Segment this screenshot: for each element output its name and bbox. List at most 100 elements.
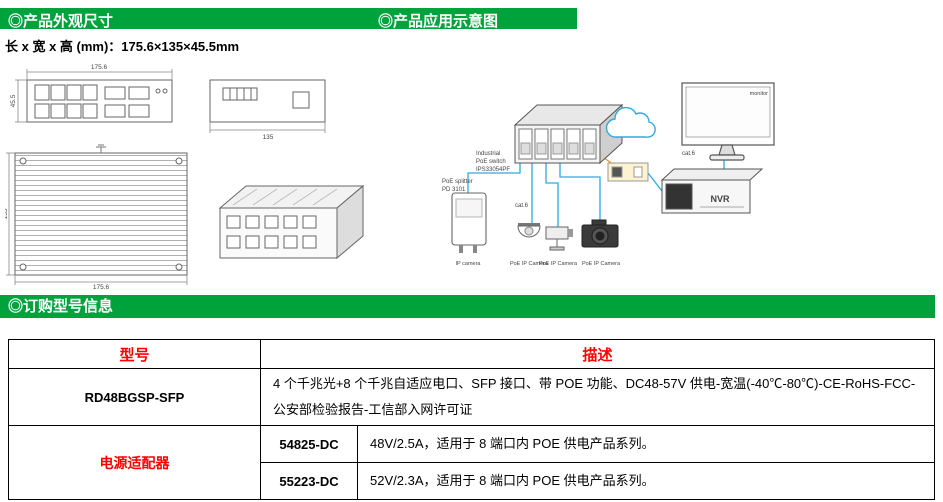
plug-prong: [459, 245, 463, 253]
rj45-port: [584, 142, 595, 155]
front-width-label: 175.6: [91, 64, 108, 71]
front-height-label: 45.5: [10, 94, 17, 107]
monitor-base: [709, 154, 745, 161]
dome-camera-device: [517, 223, 541, 238]
camera-lens: [568, 229, 573, 237]
side-view-dimensions: 135: [209, 122, 326, 141]
splitter-panel: [455, 198, 483, 218]
top-view-body: [14, 152, 188, 276]
switch-label-line: IPS33054PF: [476, 167, 510, 173]
section-title-ordering: ◎订购型号信息: [0, 295, 935, 318]
sfp-slot: [104, 86, 126, 100]
col-header-desc: 描述: [260, 339, 935, 369]
plug-prong: [473, 245, 477, 253]
fin-line: [312, 188, 338, 206]
switch-label-line: Industrial: [476, 151, 500, 157]
screw-hole: [19, 157, 27, 165]
cable-to-bullet-camera: [545, 163, 559, 227]
front-view-drawing: [26, 79, 173, 123]
splitter-label-line: PD 3101: [442, 187, 466, 193]
table-header-row: 型号 描述: [8, 339, 935, 369]
rj45-port: [66, 84, 82, 101]
fin-line: [252, 188, 278, 206]
rj45-port: [34, 84, 50, 101]
rj45-port: [536, 142, 547, 155]
screw-hole: [175, 157, 183, 165]
perspective-view-drawing: [218, 184, 365, 260]
nvr-top-face: [660, 168, 764, 181]
camera-lens: [524, 226, 534, 236]
adapter-model-cell: 55223-DC: [260, 462, 358, 500]
dimension-drawings: 175.6 45.5 135: [5, 64, 365, 290]
monitor-label: monitor: [750, 91, 769, 97]
fin-line: [292, 188, 318, 206]
fiber-converter-device: [607, 162, 649, 182]
splitter-camera-label: IP camera: [456, 261, 482, 267]
sfp-slot: [128, 86, 150, 100]
side-view-body: [209, 79, 326, 123]
rj45-port: [264, 215, 279, 229]
top-view-dimensions: 135 175.6: [5, 152, 188, 290]
top-section-header-bar: ◎产品外观尺寸 ◎产品应用示意图: [0, 8, 577, 30]
converter-port: [611, 166, 623, 178]
rj45-port: [66, 103, 82, 119]
rj45-port: [264, 235, 279, 249]
nvr-label: NVR: [710, 194, 730, 204]
rj45-port: [226, 215, 241, 229]
network-cables: [467, 154, 725, 227]
poe-switch-device: [513, 103, 624, 165]
adapter-model-cell: 54825-DC: [260, 425, 358, 463]
rj45-port: [302, 215, 317, 229]
rj45-port: [283, 215, 298, 229]
rj45-port: [302, 235, 317, 249]
screw-hole: [175, 263, 183, 271]
screw-hole: [19, 263, 27, 271]
splitter-label: PoE splitter PD 3101: [442, 179, 473, 193]
video-cable-label: cat.6: [682, 151, 696, 157]
fin-line: [272, 188, 298, 206]
converter-port: [633, 166, 643, 178]
dslr-camera-device: [581, 219, 619, 248]
rj45-port: [552, 142, 563, 155]
rj45-port: [245, 235, 260, 249]
switch-label-line: PoE switch: [476, 159, 506, 165]
adapter-desc-cell: 48V/2.5A，适用于 8 端口内 POE 供电产品系列。: [357, 425, 935, 463]
rj45-port: [34, 103, 50, 119]
nvr-drive-bay: [665, 183, 693, 210]
table-row-adapter-1: 电源适配器 54825-DC 48V/2.5A，适用于 8 端口内 POE 供电…: [8, 425, 935, 500]
table-row-main-model: RD48BGSP-SFP 4 个千兆光+8 个千兆自适应电口、SFP 接口、带 …: [8, 368, 935, 426]
cable-to-splitter: [467, 163, 521, 193]
camera-lens-inner: [595, 231, 605, 241]
application-diagram: cat.6 cat.6 Industrial PoE switch IPS330…: [442, 82, 775, 267]
top-height-label: 135: [5, 208, 9, 219]
front-view-dimensions: 175.6 45.5: [10, 64, 173, 123]
camera-cable-label: cat.6: [515, 203, 529, 209]
main-desc-cell: 4 个千兆光+8 个千兆自适应电口、SFP 接口、带 POE 功能、DC48-5…: [260, 368, 935, 426]
sfp-slot: [104, 104, 126, 118]
splitter-label-line: PoE splitter: [442, 179, 473, 185]
camera-body: [545, 226, 569, 240]
fin-line: [232, 188, 258, 206]
monitor-device: [681, 82, 775, 161]
col-header-model: 型号: [8, 339, 261, 369]
table-row-adapter-2: 55223-DC 52V/2.3A，适用于 8 端口内 POE 供电产品系列。: [9, 462, 935, 500]
dimensions-note: 长 x 宽 x 高 (mm)：175.6×135×45.5mm: [5, 39, 240, 54]
monitor-stand: [718, 144, 736, 156]
rj45-port: [50, 84, 66, 101]
bullet-camera-device: [545, 226, 573, 251]
rj45-port: [50, 103, 66, 119]
ordering-table: 型号 描述 RD48BGSP-SFP 4 个千兆光+8 个千兆自适应电口、SFP…: [8, 339, 935, 500]
switch-label: Industrial PoE switch IPS33054PF: [476, 151, 510, 173]
side-view-drawing: [209, 79, 326, 123]
camera-mount: [518, 223, 540, 226]
top-view-drawing: [14, 144, 188, 276]
top-width-label: 175.6: [93, 284, 110, 290]
cable-converter-to-nvr: [647, 172, 663, 192]
rj45-port: [292, 91, 310, 109]
camera-label: PoE IP Camera: [510, 261, 549, 267]
terminal-block: [222, 87, 258, 101]
camera-label: PoE IP Camera: [582, 261, 621, 267]
section-title-application: ◎产品应用示意图: [378, 13, 499, 30]
main-model-cell: RD48BGSP-SFP: [8, 368, 261, 426]
side-depth-label: 135: [263, 134, 274, 141]
